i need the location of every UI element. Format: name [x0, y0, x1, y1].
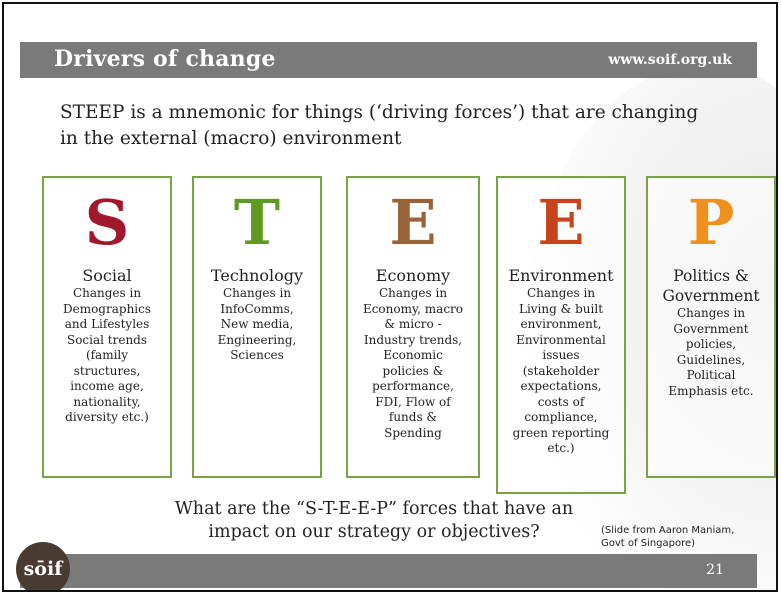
letter-s: S — [84, 186, 130, 259]
steep-box-environment: E Environment Changes in Living & built … — [496, 176, 626, 494]
question-text: What are the “S-T-E-E-P” forces that hav… — [174, 499, 574, 542]
box-name-technology: Technology — [210, 266, 304, 285]
title-bar — [20, 42, 757, 78]
box-name-economy: Economy — [375, 266, 451, 285]
intro-text: STEEP is a mnemonic for things (‘driving… — [60, 102, 699, 149]
soif-logo: sōif — [16, 542, 70, 590]
footer-bar — [20, 554, 757, 588]
box-desc-social: Changes in Demographics and Lifestyles S… — [62, 286, 152, 424]
steep-box-technology: T Technology Changes in InfoComms, New m… — [192, 176, 322, 478]
letter-e-environment: E — [537, 186, 585, 259]
box-name-politics: Politics & Government — [662, 267, 760, 305]
box-desc-economy: Changes in Economy, macro & micro - Indu… — [362, 286, 464, 440]
letter-t: T — [233, 186, 281, 259]
steep-box-politics: P Politics & Government Changes in Gover… — [646, 176, 776, 478]
box-desc-technology: Changes in InfoComms, New media, Enginee… — [217, 286, 297, 362]
slide-title: Drivers of change — [54, 46, 276, 72]
steep-box-economy: E Economy Changes in Economy, macro & mi… — [346, 176, 480, 478]
steep-box-social: S Social Changes in Demographics and Lif… — [42, 176, 172, 478]
letter-p: P — [687, 186, 735, 259]
box-desc-politics: Changes in Government policies, Guidelin… — [668, 306, 754, 398]
box-name-social: Social — [82, 266, 132, 285]
box-name-environment: Environment — [508, 266, 614, 285]
website-url: www.soif.org.uk — [608, 52, 732, 68]
letter-e-economy: E — [389, 186, 437, 259]
slide-credit: (Slide from Aaron Maniam, Govt of Singap… — [601, 525, 735, 549]
box-desc-environment: Changes in Living & built environment, E… — [512, 286, 610, 455]
page-number: 21 — [706, 562, 724, 578]
